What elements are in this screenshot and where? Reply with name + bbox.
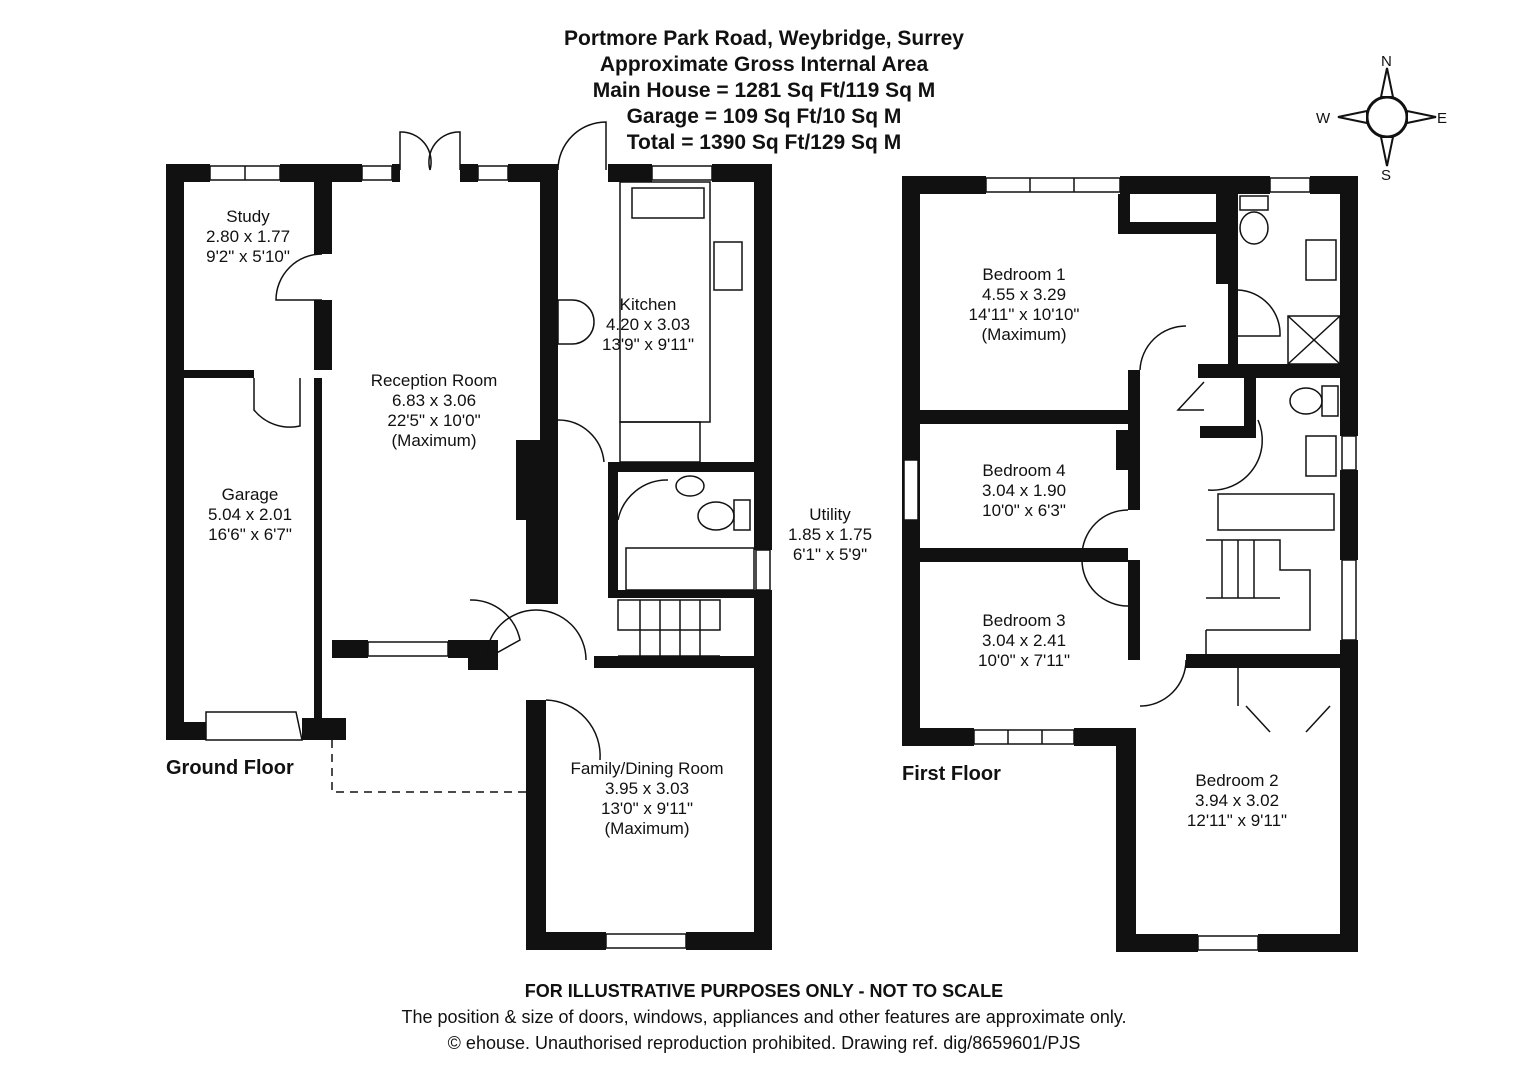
svg-text:6'1" x 5'9": 6'1" x 5'9" <box>793 545 867 564</box>
svg-text:13'0" x 9'11": 13'0" x 9'11" <box>601 799 693 818</box>
svg-text:(Maximum): (Maximum) <box>982 325 1067 344</box>
svg-text:14'11" x 10'10": 14'11" x 10'10" <box>969 305 1080 324</box>
kitchen-label: Kitchen 4.20 x 3.03 13'9" x 9'11" <box>602 295 694 354</box>
svg-text:Bedroom 4: Bedroom 4 <box>982 461 1065 480</box>
bedroom-4-label: Bedroom 4 3.04 x 1.90 10'0" x 6'3" <box>982 461 1066 520</box>
svg-text:5.04 x 2.01: 5.04 x 2.01 <box>208 505 292 524</box>
compass-w: W <box>1316 110 1331 127</box>
first-floor-walls <box>902 176 1358 952</box>
disclaimer: FOR ILLUSTRATIVE PURPOSES ONLY - NOT TO … <box>524 981 1004 1001</box>
svg-text:9'2" x 5'10": 9'2" x 5'10" <box>206 247 290 266</box>
total-area: Total = 1390 Sq Ft/129 Sq M <box>626 131 902 154</box>
svg-text:Kitchen: Kitchen <box>620 295 677 314</box>
compass-e: E <box>1437 110 1447 127</box>
compass-icon: N S W E <box>1316 53 1447 184</box>
svg-text:22'5" x 10'0": 22'5" x 10'0" <box>387 411 480 430</box>
bedroom-2-label: Bedroom 2 3.94 x 3.02 12'11" x 9'11" <box>1187 771 1287 830</box>
svg-text:6.83 x 3.06: 6.83 x 3.06 <box>392 391 476 410</box>
ground-floor-label: Ground Floor <box>166 757 294 779</box>
svg-text:4.20 x 3.03: 4.20 x 3.03 <box>606 315 690 334</box>
svg-text:2.80 x 1.77: 2.80 x 1.77 <box>206 227 290 246</box>
ground-floor-labels: Ground Floor Study 2.80 x 1.77 9'2" x 5'… <box>166 207 872 838</box>
svg-text:Bedroom 3: Bedroom 3 <box>982 611 1065 630</box>
approximation-note: The position & size of doors, windows, a… <box>401 1007 1127 1027</box>
svg-text:Bedroom 1: Bedroom 1 <box>982 265 1065 284</box>
main-house-area: Main House = 1281 Sq Ft/119 Sq M <box>592 79 936 102</box>
first-floor-label: First Floor <box>902 763 1001 785</box>
compass-s: S <box>1381 167 1391 184</box>
svg-text:3.04 x 1.90: 3.04 x 1.90 <box>982 481 1066 500</box>
compass-n: N <box>1381 53 1392 70</box>
svg-text:(Maximum): (Maximum) <box>605 819 690 838</box>
svg-text:12'11" x 9'11": 12'11" x 9'11" <box>1187 811 1287 830</box>
reception-room-label: Reception Room 6.83 x 3.06 22'5" x 10'0"… <box>371 371 498 450</box>
study-label: Study 2.80 x 1.77 9'2" x 5'10" <box>206 207 290 266</box>
ground-floor-walls <box>166 164 772 950</box>
copyright-note: © ehouse. Unauthorised reproduction proh… <box>447 1033 1081 1053</box>
garage-label: Garage 5.04 x 2.01 16'6" x 6'7" <box>208 485 292 544</box>
address-title: Portmore Park Road, Weybridge, Surrey <box>564 27 964 50</box>
utility-label: Utility 1.85 x 1.75 6'1" x 5'9" <box>788 505 872 564</box>
svg-text:Family/Dining Room: Family/Dining Room <box>570 759 723 778</box>
svg-text:10'0" x 7'11": 10'0" x 7'11" <box>978 651 1070 670</box>
svg-text:3.94 x 3.02: 3.94 x 3.02 <box>1195 791 1279 810</box>
svg-text:1.85 x 1.75: 1.85 x 1.75 <box>788 525 872 544</box>
bedroom-3-label: Bedroom 3 3.04 x 2.41 10'0" x 7'11" <box>978 611 1070 670</box>
svg-text:16'6" x 6'7": 16'6" x 6'7" <box>208 525 292 544</box>
svg-text:3.95 x 3.03: 3.95 x 3.03 <box>605 779 689 798</box>
first-floor-labels: First Floor Bedroom 1 4.55 x 3.29 14'11"… <box>902 265 1287 830</box>
svg-text:Garage: Garage <box>222 485 279 504</box>
svg-text:Bedroom 2: Bedroom 2 <box>1195 771 1278 790</box>
garage-area: Garage = 109 Sq Ft/10 Sq M <box>626 105 902 128</box>
svg-text:3.04 x 2.41: 3.04 x 2.41 <box>982 631 1066 650</box>
svg-text:Utility: Utility <box>809 505 851 524</box>
area-subtitle: Approximate Gross Internal Area <box>599 53 929 76</box>
svg-text:(Maximum): (Maximum) <box>392 431 477 450</box>
svg-text:Study: Study <box>226 207 270 226</box>
svg-text:10'0" x 6'3": 10'0" x 6'3" <box>982 501 1066 520</box>
svg-text:13'9" x 9'11": 13'9" x 9'11" <box>602 335 694 354</box>
svg-text:Reception Room: Reception Room <box>371 371 498 390</box>
first-floor-openings <box>903 177 1357 951</box>
svg-text:4.55 x 3.29: 4.55 x 3.29 <box>982 285 1066 304</box>
ground-floor-openings <box>205 121 771 949</box>
family-dining-room-label: Family/Dining Room 3.95 x 3.03 13'0" x 9… <box>570 759 723 838</box>
bedroom-1-label: Bedroom 1 4.55 x 3.29 14'11" x 10'10" (M… <box>969 265 1080 344</box>
